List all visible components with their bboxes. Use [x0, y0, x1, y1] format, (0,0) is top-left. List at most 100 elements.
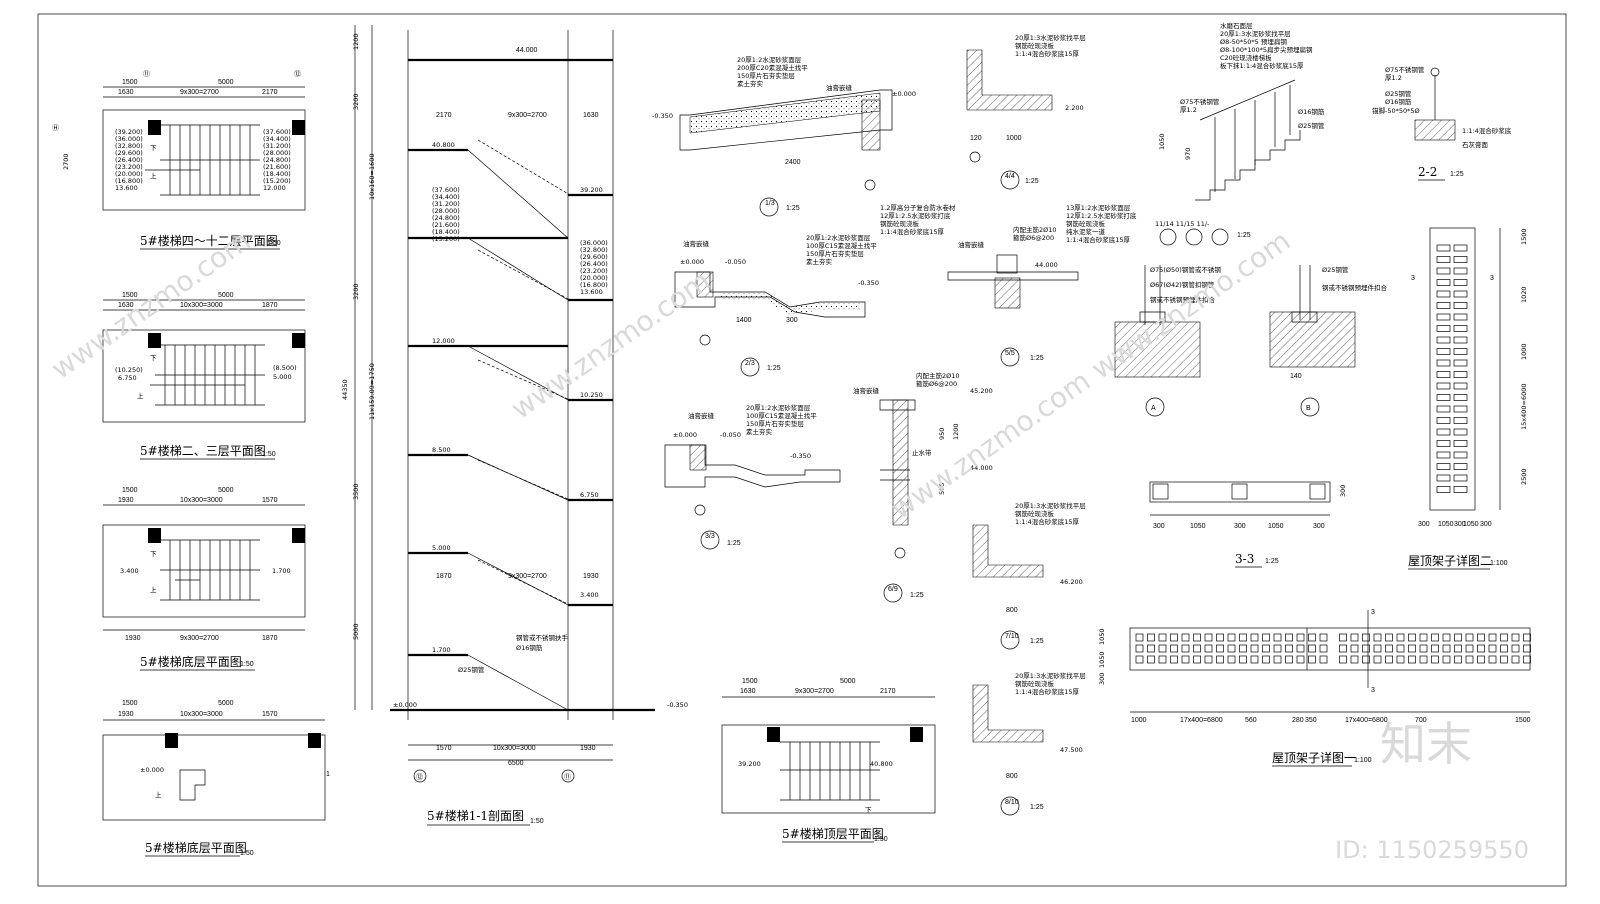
roof-rack-detail-2: 3 3 300 1050 300 1050 300 1500 1020 1000…: [1408, 227, 1528, 570]
svg-text:1500: 1500: [122, 292, 138, 299]
rack-slot: [1285, 633, 1293, 642]
svg-text:1200: 1200: [352, 33, 360, 50]
svg-text:1870: 1870: [262, 302, 278, 309]
svg-text:300: 300: [1153, 523, 1165, 530]
svg-text:1050: 1050: [1098, 651, 1106, 668]
rack-slot: [1181, 633, 1190, 642]
svg-text:200厚C20素混凝土找平: 200厚C20素混凝土找平: [737, 63, 808, 72]
rack-slot: [1273, 644, 1282, 653]
svg-text:5000: 5000: [218, 487, 234, 494]
svg-text:1500: 1500: [122, 487, 138, 494]
svg-text:1870: 1870: [262, 635, 278, 642]
svg-text:6/9: 6/9: [888, 586, 898, 593]
rack-slot: [1396, 633, 1405, 642]
svg-text:上: 上: [150, 585, 157, 594]
svg-text:±0.000: ±0.000: [673, 431, 697, 439]
rack-slot: [1436, 256, 1451, 263]
svg-text:箍筋Ø6@200: 箍筋Ø6@200: [916, 379, 957, 388]
dim: 9x300=2700: [180, 89, 219, 96]
rack-slot: [1362, 644, 1370, 653]
rack-slot: [1158, 633, 1167, 642]
svg-text:(39.200): (39.200): [115, 128, 143, 136]
rack-slot: [1436, 382, 1451, 390]
svg-text:11x159.09=1750: 11x159.09=1750: [368, 363, 376, 420]
svg-text:13厚1:2水泥砂浆面层: 13厚1:2水泥砂浆面层: [1066, 203, 1131, 212]
dim: 1630: [118, 89, 134, 96]
svg-text:20厚1:3水泥砂浆找平层: 20厚1:3水泥砂浆找平层: [1220, 29, 1291, 38]
svg-text:(31.200): (31.200): [263, 142, 291, 150]
svg-text:Ø67(Ø42)钢管扣钢管: Ø67(Ø42)钢管扣钢管: [1150, 280, 1215, 289]
svg-text:44350: 44350: [341, 379, 349, 400]
detail-7: 20厚1:3水泥砂浆找平层 钢筋砼现浇板 1:1:4混合砂浆底15厚 46.20…: [972, 501, 1086, 650]
svg-text:1:1:4混合砂浆底15厚: 1:1:4混合砂浆底15厚: [1066, 235, 1131, 244]
rack-slot: [1431, 655, 1439, 664]
rack-slot: [1362, 655, 1370, 664]
rack-slot: [1339, 644, 1347, 653]
svg-text:(28.000): (28.000): [432, 207, 460, 215]
rack-slot: [1158, 644, 1167, 653]
rack-slot: [1431, 644, 1439, 653]
rack-slot: [1408, 655, 1416, 664]
rack-slot: [1436, 486, 1451, 493]
svg-text:1020: 1020: [1520, 286, 1528, 303]
rack-slot: [1147, 633, 1155, 642]
rack-slot: [1453, 451, 1468, 459]
rack-slot: [1308, 644, 1316, 653]
rack-slot: [1436, 405, 1451, 413]
svg-text:8.500: 8.500: [432, 446, 451, 454]
rack-slot: [1465, 633, 1474, 642]
rack-slot: [1396, 644, 1405, 653]
rack-slot: [1454, 655, 1462, 664]
svg-text:1:50: 1:50: [267, 240, 281, 247]
svg-text:2.200: 2.200: [1065, 104, 1084, 112]
detail-3-3: 300 1050 300 1050 300 300 3-3 1:25: [1149, 481, 1347, 568]
rack-slot: [1373, 633, 1382, 642]
svg-text:3: 3: [1490, 275, 1494, 282]
svg-text:20厚1:3水泥砂浆找平层: 20厚1:3水泥砂浆找平层: [1015, 33, 1086, 42]
svg-text:1:25: 1:25: [1030, 355, 1044, 362]
rack-slot: [1436, 371, 1451, 378]
svg-text:20厚1:2水泥砂浆面层: 20厚1:2水泥砂浆面层: [806, 233, 871, 242]
rack-slot: [1181, 655, 1190, 664]
svg-text:39.200: 39.200: [738, 760, 761, 768]
svg-text:-0.350: -0.350: [858, 279, 879, 287]
svg-text:油膏嵌缝: 油膏嵌缝: [958, 240, 985, 249]
rack-slot: [1319, 633, 1328, 642]
section-bracket-right: (36.000) (32.800) (29.600) (26.400) (23.…: [580, 239, 608, 296]
svg-text:(16.800): (16.800): [580, 281, 608, 289]
svg-text:10.250: 10.250: [580, 391, 603, 399]
svg-text:Ø75不锈钢管: Ø75不锈钢管: [1180, 97, 1220, 106]
rack-slot: [1511, 655, 1520, 664]
svg-text:3500: 3500: [352, 483, 360, 500]
svg-text:17x400=6800: 17x400=6800: [1180, 717, 1223, 724]
svg-text:1:50: 1:50: [240, 850, 254, 857]
rack-slot: [1453, 382, 1468, 390]
svg-text:Ø75(Ø50)钢管或不锈钢: Ø75(Ø50)钢管或不锈钢: [1150, 265, 1221, 274]
svg-text:(18.400): (18.400): [263, 170, 291, 178]
rack-slot: [1350, 633, 1359, 642]
rack-slot: [1453, 463, 1468, 470]
rack-slot: [1262, 633, 1270, 642]
rack-slot: [1262, 655, 1270, 664]
svg-text:1:25: 1:25: [1237, 232, 1251, 239]
rack-slot: [1500, 644, 1508, 653]
svg-text:300: 300: [786, 317, 798, 324]
level-stack-left: (39.200) (36.000) (32.800) (29.600) (26.…: [115, 128, 143, 192]
svg-text:13.600: 13.600: [580, 288, 603, 296]
svg-text:2400: 2400: [785, 159, 801, 166]
rack-slot: [1453, 359, 1468, 367]
svg-text:上: 上: [137, 391, 144, 400]
svg-text:1050: 1050: [1463, 521, 1479, 528]
rack-slot: [1436, 313, 1451, 321]
svg-text:1:25: 1:25: [1025, 178, 1039, 185]
svg-text:1050: 1050: [1098, 628, 1106, 645]
plan-ground-1: 1500 5000 1930 10x300=3000 1570 3.400 1.…: [102, 487, 306, 671]
svg-text:3200: 3200: [352, 93, 360, 110]
rack-slot: [1408, 644, 1416, 653]
svg-text:(26.400): (26.400): [580, 260, 608, 268]
rack-slot: [1436, 394, 1451, 401]
svg-text:素土夯实: 素土夯实: [746, 427, 773, 436]
svg-text:1:25: 1:25: [1265, 558, 1279, 565]
roof-rack-detail-1: 3 3 1000 17x400=6800 560 280 350 17x400=…: [1098, 609, 1531, 767]
svg-text:10x300=3000: 10x300=3000: [493, 745, 536, 752]
